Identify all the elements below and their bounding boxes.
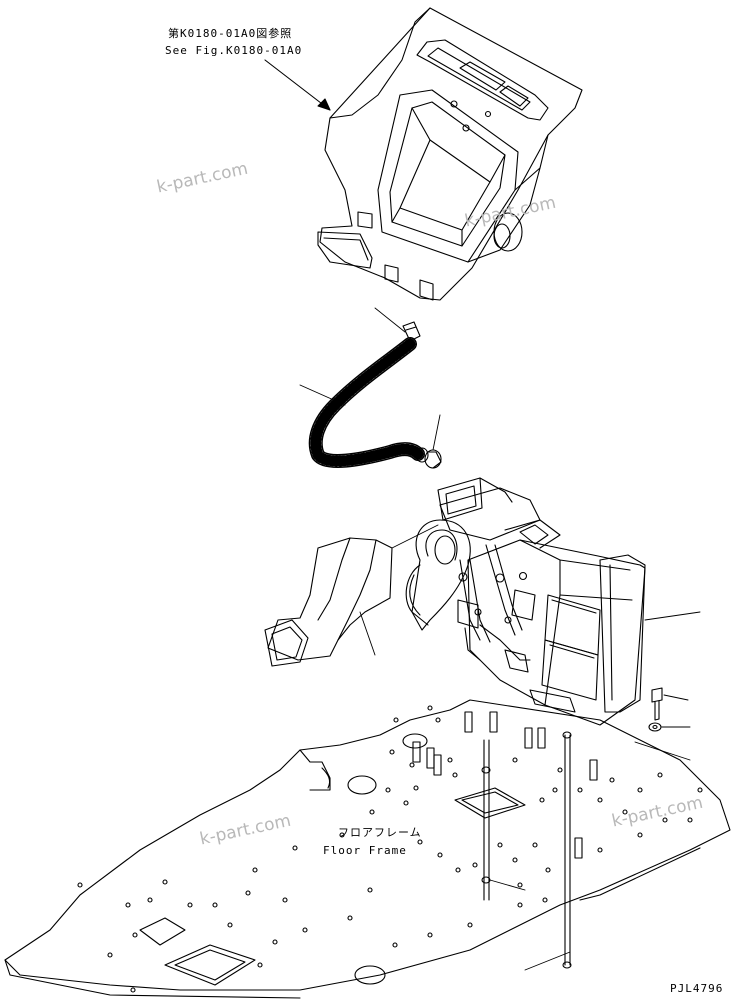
air-conditioner-unit xyxy=(405,477,646,726)
floor-holes xyxy=(77,705,703,993)
reference-label-jp: 第K0180-01A0図参照 xyxy=(168,27,293,40)
stud-bolts xyxy=(412,711,598,859)
floor-frame-label-jp: フロアフレーム xyxy=(338,826,422,839)
side-duct xyxy=(264,537,393,667)
hose-clamp-upper xyxy=(402,321,421,342)
floor-frame xyxy=(4,699,731,999)
drain-hose xyxy=(308,337,429,468)
reference-label-en: See Fig.K0180-01A0 xyxy=(165,44,303,57)
floor-frame-label-en: Floor Frame xyxy=(323,844,407,857)
drawing-number: PJL4796 xyxy=(670,982,724,995)
reference-arrow xyxy=(264,59,331,111)
air-duct-housing xyxy=(317,7,583,301)
drain-tubes xyxy=(481,731,572,969)
bolt-and-washer xyxy=(648,687,663,732)
leader-lines xyxy=(299,307,701,971)
